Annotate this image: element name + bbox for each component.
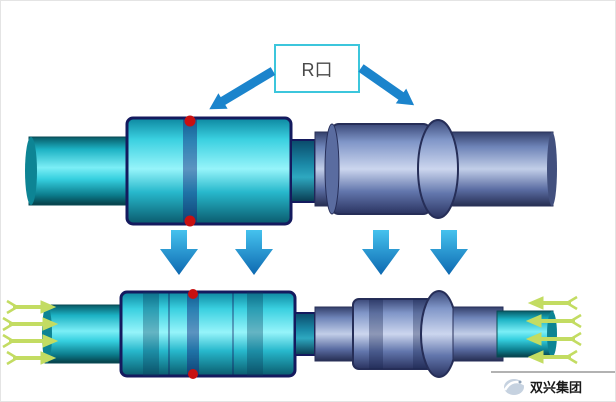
press-down-arrows <box>160 230 468 275</box>
pipe-end-cap <box>25 137 37 205</box>
pipe-body <box>44 304 130 364</box>
r-port-label-box <box>274 44 360 93</box>
watermark-logo-icon <box>503 379 525 395</box>
down-arrow-icon <box>235 230 273 275</box>
o-ring-top <box>184 115 196 127</box>
r-port-callout: R口 <box>209 44 415 110</box>
crimp-groove <box>247 292 263 376</box>
watermark: 双兴集团 <box>491 371 615 395</box>
down-arrow-icon <box>160 230 198 275</box>
fitting-sleeve <box>125 116 293 226</box>
inserted-pipe <box>496 310 554 358</box>
socket-rim <box>324 123 340 215</box>
callout-arrow-right-icon <box>358 64 415 106</box>
pressed-left-fitting <box>42 289 316 379</box>
fitting-step <box>290 139 316 203</box>
o-ring-bottom <box>184 215 196 227</box>
pipe-end-cap <box>547 311 557 357</box>
o-ring-top <box>188 289 198 299</box>
down-arrow-icon <box>362 230 400 275</box>
watermark-text: 双兴集团 <box>530 380 582 395</box>
fitting-step <box>294 312 316 356</box>
pressed-right-fitting <box>314 290 557 378</box>
fitting-socket <box>330 123 432 215</box>
unpressed-right-fitting <box>314 119 557 219</box>
down-arrow-icon <box>430 230 468 275</box>
o-ring-band <box>183 118 197 224</box>
socket-tail <box>452 306 504 362</box>
compression-arrows-left-icon <box>2 299 59 366</box>
unpressed-left-fitting <box>25 115 316 227</box>
o-ring-band <box>187 292 199 376</box>
compression-arrows-right-icon <box>525 295 582 365</box>
r-port-label-text: R口 <box>302 60 333 80</box>
pipe-body <box>28 136 138 206</box>
callout-arrow-left-icon <box>209 67 276 110</box>
crimp-groove <box>143 292 159 376</box>
pipe-end-cap <box>547 132 557 206</box>
o-ring-bottom <box>188 369 198 379</box>
r-port-bulge <box>417 119 459 219</box>
crimp-groove <box>369 299 383 369</box>
r-port-bulge <box>420 290 458 378</box>
